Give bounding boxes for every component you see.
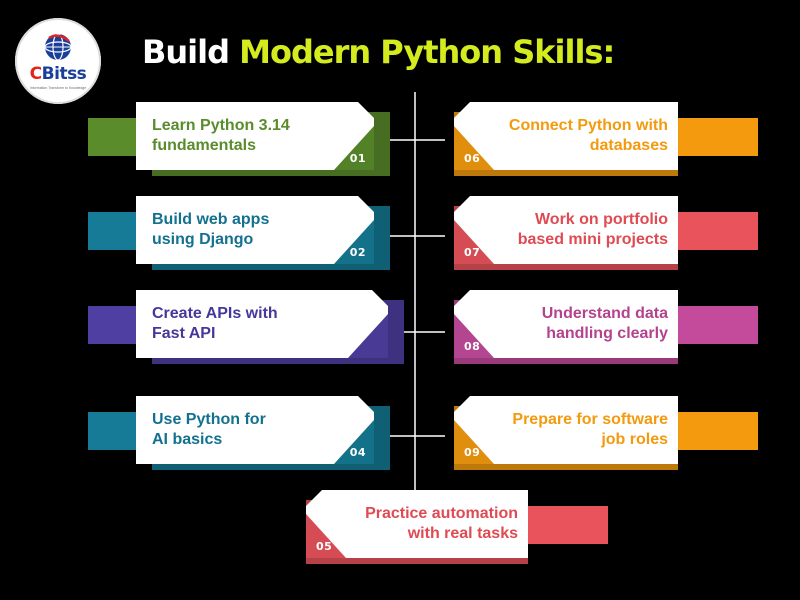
skill-label: Prepare for software job roles — [512, 411, 668, 448]
skill-label: Build web apps using Django — [152, 211, 270, 248]
skill-number: 05 — [316, 540, 333, 553]
skill-number: 04 — [349, 446, 366, 459]
logo-wordmark: CBitss — [15, 64, 101, 84]
skill-label: Learn Python 3.14 fundamentals — [152, 117, 290, 154]
fold-corner — [334, 420, 374, 464]
title-lead: Build — [142, 33, 230, 71]
skill-label: Create APIs with Fast API — [152, 305, 278, 342]
fold-corner — [454, 420, 494, 464]
skill-card: Learn Python 3.14 fundamentals 01 — [136, 102, 374, 170]
fold-corner — [454, 220, 494, 264]
logo-tagline: Information Transform to Knowledge — [29, 86, 87, 90]
skill-label: Connect Python with databases — [508, 117, 668, 154]
fold-corner — [306, 514, 346, 558]
skill-card: Connect Python with databases 06 — [454, 102, 678, 170]
skill-label: Understand data handling clearly — [541, 305, 668, 342]
page-title: Build Modern Python Skills: — [142, 30, 762, 74]
title-accent: Modern Python Skills: — [239, 33, 615, 71]
skill-card: Use Python for AI basics 04 — [136, 396, 374, 464]
skill-card: Build web apps using Django 02 — [136, 196, 374, 264]
skill-number: 08 — [464, 340, 481, 353]
cbitss-logo: CBitss Information Transform to Knowledg… — [15, 18, 101, 104]
skill-label: Work on portfolio based mini projects — [517, 211, 668, 248]
logo-letter-c: C — [29, 64, 42, 84]
skill-card: Understand data handling clearly 08 — [454, 290, 678, 358]
skill-card: Create APIs with Fast API — [136, 290, 388, 358]
fold-corner — [334, 126, 374, 170]
skill-label: Use Python for AI basics — [152, 411, 266, 448]
skill-number: 07 — [464, 246, 481, 259]
fold-corner — [334, 220, 374, 264]
skill-card: Prepare for software job roles 09 — [454, 396, 678, 464]
skill-number: 01 — [349, 152, 366, 165]
skill-label: Practice automation with real tasks — [365, 505, 518, 542]
logo-letters-bitss: Bitss — [41, 64, 87, 84]
fold-corner — [454, 126, 494, 170]
fold-corner — [348, 314, 388, 358]
globe-icon — [44, 33, 72, 61]
skill-number: 02 — [349, 246, 366, 259]
skill-number: 09 — [464, 446, 481, 459]
fold-corner — [454, 314, 494, 358]
skill-card: Practice automation with real tasks 05 — [306, 490, 528, 558]
skill-number: 06 — [464, 152, 481, 165]
skill-card: Work on portfolio based mini projects 07 — [454, 196, 678, 264]
